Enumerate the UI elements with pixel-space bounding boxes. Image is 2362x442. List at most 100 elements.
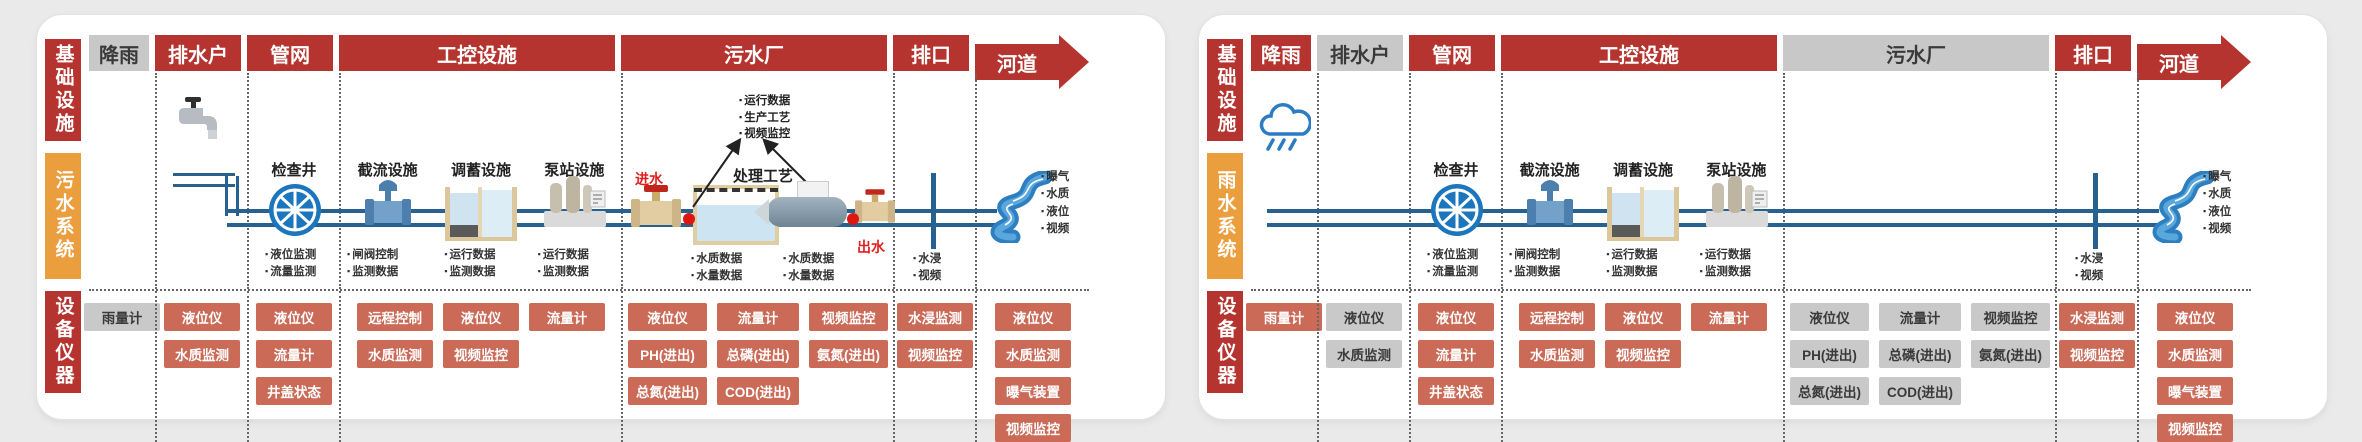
rail-equipment: 设备仪器	[45, 291, 81, 393]
chip: 曝气装置	[2157, 377, 2233, 405]
chip: 水质监测	[164, 340, 240, 368]
stormwater-system-panel: 基础设施 雨水系统 设备仪器 降雨 排水户 管网 工控设施 污水厂 排口 河道 …	[1198, 14, 2328, 442]
diagram-river-cell: 曝气 水质 液位 视频	[975, 73, 1089, 289]
header-outfall: 排口	[2055, 35, 2131, 71]
chip: 视频监控	[995, 414, 1071, 442]
chip: 液位仪	[1605, 303, 1681, 331]
header-river-arrow-icon	[1059, 35, 1089, 89]
equip-plant: 液位仪 流量计 视频监控 PH(进出) 总磷(进出) 氨氮(进出) 总氮(进出)…	[1783, 291, 2055, 442]
sewage-system-panel: 基础设施 污水系统 设备仪器 降雨 排水户 管网 工控设施 污水厂 排口 河道 …	[36, 14, 1166, 442]
diagram-dischargers-cell	[155, 73, 247, 289]
chip: 液位仪	[2157, 303, 2233, 331]
equipment-row: 雨量计 液位仪 水质监测 液位仪 流量计 井盖状态 远程控制 液位仪 流量计 水…	[84, 289, 1089, 442]
chip: 水浸监测	[897, 303, 973, 331]
equip-control: 远程控制 液位仪 流量计 水质监测 视频监控	[1501, 291, 1783, 442]
chip: 液位仪	[628, 303, 707, 331]
chip: 水浸监测	[2059, 303, 2135, 331]
rail-infrastructure: 基础设施	[1207, 39, 1243, 141]
header-dischargers: 排水户	[155, 35, 241, 71]
chip: COD(进出)	[717, 377, 799, 405]
treatment-cylinder-icon	[754, 197, 847, 227]
equip-dischargers: 液位仪 水质监测	[1317, 291, 1409, 442]
chip: 氨氮(进出)	[809, 340, 888, 368]
header-rain: 降雨	[1251, 35, 1311, 71]
equipment-row: 雨量计 液位仪 水质监测 液位仪 流量计 井盖状态 远程控制 液位仪 流量计 水…	[1246, 289, 2251, 442]
diagram-network-cell: 检查井 液位监测 流量监测	[1409, 73, 1501, 289]
header-pipe-network: 管网	[1409, 35, 1495, 71]
gate-valve-icon	[365, 175, 411, 232]
equip-river: 液位仪 水质监测 曝气装置 视频监控	[2137, 291, 2251, 442]
diagram-row: 检查井 液位监测 流量监测 截流设施 闸阀控制 监测数据	[1251, 73, 2251, 289]
chip: 远程控制	[1519, 303, 1595, 331]
header-row: 降雨 排水户 管网 工控设施 污水厂 排口 河道	[89, 35, 1089, 89]
pump-station-icon	[542, 171, 608, 234]
diagram-row: 检查井 液位监测 流量监测 截流设施 闸阀控制 监测数据	[89, 73, 1089, 289]
rail-stormwater-system: 雨水系统	[1207, 153, 1243, 279]
chip: 流量计	[717, 303, 799, 331]
equip-rain: 雨量计	[1246, 291, 1322, 442]
gate-valve-icon	[1527, 175, 1573, 232]
chip: 视频监控	[2059, 340, 2135, 368]
chip: 总磷(进出)	[717, 340, 799, 368]
chip: 流量计	[1418, 340, 1494, 368]
equip-network: 液位仪 流量计 井盖状态	[1409, 291, 1501, 442]
outfall-icon	[2093, 173, 2098, 249]
equip-outfall: 水浸监测 视频监控	[2055, 291, 2137, 442]
outlet-point	[847, 213, 859, 225]
equip-rain: 雨量计	[84, 291, 160, 442]
river-icon	[2141, 169, 2217, 248]
intercept-facility: 截流设施 闸阀控制 监测数据	[1503, 73, 1596, 289]
outfall-bullets: 水浸 视频	[913, 251, 941, 286]
process-label: 处理工艺	[733, 168, 794, 185]
chip: 水质监测	[995, 340, 1071, 368]
rail-infrastructure: 基础设施	[45, 39, 81, 141]
equip-river: 液位仪 水质监测 曝气装置 视频监控	[975, 291, 1089, 442]
chip: 流量计	[1879, 303, 1961, 331]
river-bullets: 曝气 水质 液位 视频	[1041, 169, 1069, 238]
service-pipe	[173, 173, 235, 187]
chip: 水质监测	[2157, 340, 2233, 368]
chip: 流量计	[529, 303, 605, 331]
outfall-bullets: 水浸 视频	[2075, 251, 2103, 286]
chip: 水质监测	[357, 340, 433, 368]
chip: 总氮(进出)	[1790, 377, 1869, 405]
chip: 液位仪	[256, 303, 332, 331]
chip: 流量计	[256, 340, 332, 368]
diagram-outfall-cell: 水浸 视频	[2055, 73, 2137, 289]
chip: 液位仪	[995, 303, 1071, 331]
chip: 流量计	[1691, 303, 1767, 331]
chip: PH(进出)	[628, 340, 707, 368]
chip: COD(进出)	[1879, 377, 1961, 405]
storage-facility: 调蓄设施 运行数据 监测数据	[1596, 73, 1689, 289]
chip: 雨量计	[1246, 303, 1322, 331]
diagram-control-cell: 截流设施 闸阀控制 监测数据 调蓄设施 运行数据	[1501, 73, 1783, 289]
main-pipe	[227, 209, 997, 227]
chip: 视频监控	[897, 340, 973, 368]
river-bullets: 曝气 水质 液位 视频	[2203, 169, 2231, 238]
diagram-network-cell: 检查井 液位监测 流量监测	[247, 73, 339, 289]
network-bullets: 液位监测 流量监测	[1427, 247, 1478, 282]
chip: 视频监控	[809, 303, 888, 331]
inlet-point	[683, 213, 695, 225]
storage-tank-icon	[445, 187, 518, 246]
header-sewage-plant: 污水厂	[1783, 35, 2049, 71]
pump-station-icon	[1704, 171, 1770, 234]
header-river-arrow-icon	[2221, 35, 2251, 89]
rail-equipment: 设备仪器	[1207, 291, 1243, 393]
plant-annotation: 运行数据 生产工艺 视频监控	[739, 93, 790, 143]
equip-plant: 液位仪 流量计 视频监控 PH(进出) 总磷(进出) 氨氮(进出) 总氮(进出)…	[621, 291, 893, 442]
chip: 井盖状态	[256, 377, 332, 405]
diagram-outfall-cell: 水浸 视频	[893, 73, 975, 289]
outfall-icon	[931, 173, 936, 249]
network-bullets: 液位监测 流量监测	[265, 247, 316, 282]
manhole-icon	[1430, 183, 1484, 242]
chip: 视频监控	[2157, 414, 2233, 442]
pump-station: 泵站设施 运行数据 监测数据	[1690, 73, 1783, 289]
chip: 远程控制	[357, 303, 433, 331]
chip: 液位仪	[1790, 303, 1869, 331]
diagram-plant-cell: 进水 运行数据 生产工艺 视频监控 处理工艺 出水	[621, 73, 895, 289]
chip: 总氮(进出)	[628, 377, 707, 405]
manhole-label: 检查井	[271, 162, 317, 179]
header-rain: 降雨	[89, 35, 149, 71]
storage-facility: 调蓄设施 运行数据 监测数据	[434, 73, 527, 289]
